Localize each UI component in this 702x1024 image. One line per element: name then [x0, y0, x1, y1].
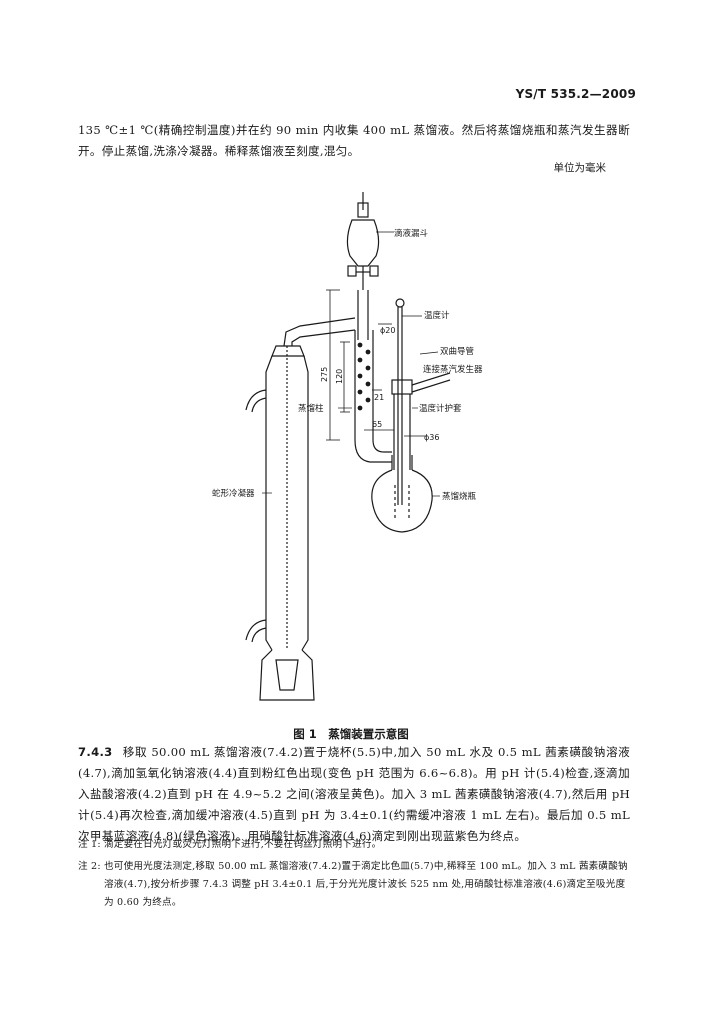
note-1-label: 注 1: — [78, 839, 101, 850]
figure-caption: 图 1 蒸馏装置示意图 — [293, 727, 409, 741]
label-thermometer: 温度计 — [424, 310, 450, 321]
flask-drawing — [371, 455, 433, 533]
note-2: 注 2:也可使用光度法测定,移取 50.00 mL 蒸馏溶液(7.4.2)置于滴… — [78, 858, 634, 912]
section-text: 移取 50.00 mL 蒸馏溶液(7.4.2)置于烧杯(5.5)中,加入 50 … — [78, 745, 630, 843]
dim-d20: ϕ20 — [380, 326, 395, 335]
thermometer-drawing — [391, 298, 451, 505]
section-number: 7.4.3 — [78, 745, 113, 759]
distillation-column-drawing — [354, 330, 392, 463]
distillation-apparatus-figure: 滴液漏斗 温度计 双曲导管 连接蒸汽发生器 蒸馏柱 温度计护套 蒸馏烧瓶 蛇形冷… — [212, 192, 483, 701]
coil-condenser-drawing — [245, 345, 315, 701]
label-double-bend-tube: 双曲导管 — [440, 346, 474, 357]
label-distill-column: 蒸馏柱 — [298, 403, 324, 414]
dim-d36: ϕ36 — [424, 433, 439, 442]
note-2-label: 注 2: — [78, 861, 101, 872]
note-1-text: 滴定要在日光灯或荧光灯照明下进行,不要在钨丝灯照明下进行。 — [104, 839, 382, 850]
label-steam-connect: 连接蒸汽发生器 — [423, 364, 483, 375]
leader-lines — [262, 231, 440, 497]
label-thermo-sleeve: 温度计护套 — [419, 403, 462, 414]
dim-h275: 275 — [320, 367, 329, 382]
dimension-lines — [326, 289, 426, 441]
dim-h21: 21 — [374, 393, 384, 402]
dropping-funnel-drawing — [346, 192, 380, 340]
note-2-text: 也可使用光度法测定,移取 50.00 mL 蒸馏溶液(7.4.2)置于滴定比色皿… — [104, 861, 628, 908]
label-dropping-funnel: 滴液漏斗 — [394, 228, 429, 239]
label-distill-flask: 蒸馏烧瓶 — [442, 491, 477, 502]
standard-code: YS/T 535.2—2009 — [515, 87, 636, 101]
label-coil-condenser: 蛇形冷凝器 — [212, 488, 255, 499]
note-1: 注 1:滴定要在日光灯或荧光灯照明下进行,不要在钨丝灯照明下进行。 — [78, 836, 634, 854]
intro-paragraph: 135 ℃±1 ℃(精确控制温度)并在约 90 min 内收集 400 mL 蒸… — [78, 123, 630, 158]
unit-note: 单位为毫米 — [553, 162, 607, 174]
side-arm-drawing — [283, 317, 356, 347]
dim-h120: 120 — [335, 369, 344, 384]
dim-h65: 65 — [372, 420, 382, 429]
